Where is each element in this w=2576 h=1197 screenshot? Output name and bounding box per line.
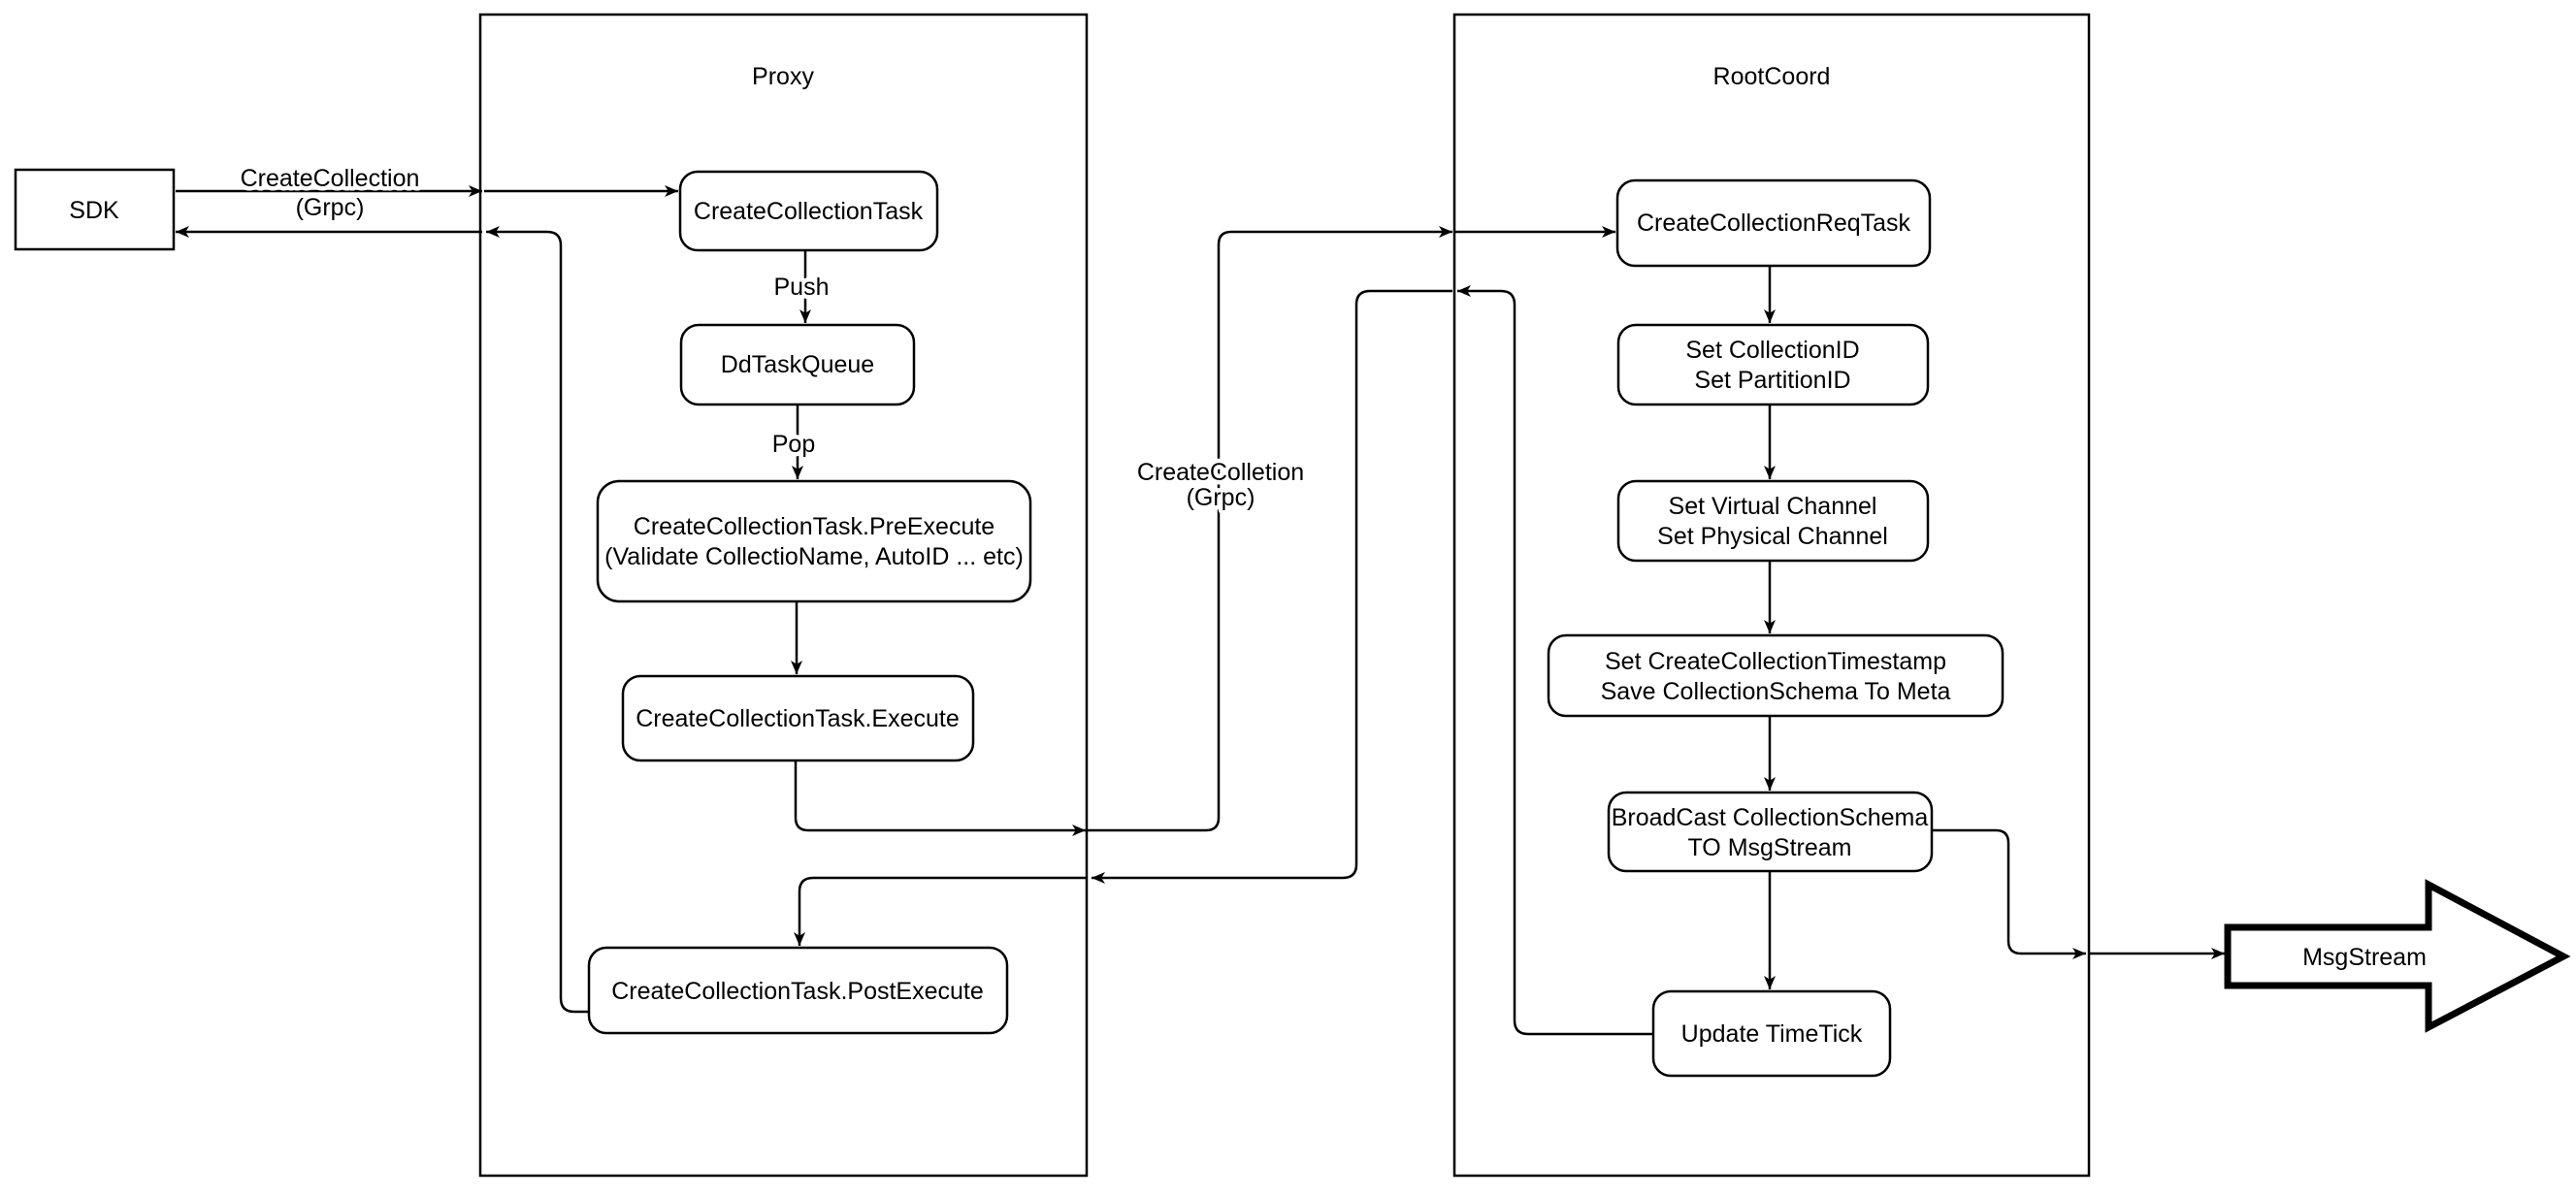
label-createcollection-grpc-sdk: CreateCollection (Grpc) xyxy=(236,161,424,226)
node-createcollectiontask: CreateCollectionTask xyxy=(678,170,939,252)
node-set-collectionid-partitionid: Set CollectionID Set PartitionID xyxy=(1616,323,1930,406)
label-createcolletion-grpc-proxy-line2: (Grpc) xyxy=(1187,484,1255,511)
node-execute: CreateCollectionTask.Execute xyxy=(621,674,975,762)
node-set-virtual-physical-channel: Set Virtual Channel Set Physical Channel xyxy=(1616,479,1930,563)
node-broadcast-line2: TO MsgStream xyxy=(1687,834,1851,861)
label-createcollection-grpc-sdk-line2: (Grpc) xyxy=(296,194,365,221)
edge-updatetimetick-to-postexecute xyxy=(794,285,1653,1036)
node-set-ids-line1: Set CollectionID xyxy=(1685,337,1859,364)
rootcoord-container: RootCoord xyxy=(1452,13,2091,1178)
proxy-title: Proxy xyxy=(752,63,814,90)
node-preexecute: CreateCollectionTask.PreExecute (Validat… xyxy=(596,479,1032,603)
node-ddtaskqueue-label: DdTaskQueue xyxy=(721,351,874,378)
edge-broadcast-to-msgstream xyxy=(1932,828,2225,959)
node-set-channels-line1: Set Virtual Channel xyxy=(1669,493,1877,520)
node-postexecute: CreateCollectionTask.PostExecute xyxy=(587,946,1009,1035)
label-pop: Pop xyxy=(772,431,815,458)
node-sdk-label: SDK xyxy=(69,197,119,224)
node-set-timestamp-save-schema: Set CreateCollectionTimestamp Save Colle… xyxy=(1547,633,2005,718)
label-createcollection-grpc-sdk-line1: CreateCollection xyxy=(241,165,420,192)
node-update-timetick: Update TimeTick xyxy=(1651,989,1892,1078)
msgstream-arrow-shape xyxy=(2224,879,2571,1033)
node-set-timestamp-line2: Save CollectionSchema To Meta xyxy=(1601,678,1951,705)
node-broadcast-line1: BroadCast CollectionSchema xyxy=(1612,804,1929,831)
node-set-ids-line2: Set PartitionID xyxy=(1694,367,1850,394)
label-createcolletion-grpc-proxy-line1: CreateColletion xyxy=(1137,459,1304,486)
node-set-channels-line2: Set Physical Channel xyxy=(1657,523,1888,550)
node-postexecute-label: CreateCollectionTask.PostExecute xyxy=(611,978,984,1005)
node-broadcast-collectionschema: BroadCast CollectionSchema TO MsgStream xyxy=(1607,791,1934,873)
label-createcolletion-grpc-proxy: CreateColletion (Grpc) xyxy=(1132,455,1308,516)
node-preexecute-line1: CreateCollectionTask.PreExecute xyxy=(634,513,995,540)
rootcoord-title: RootCoord xyxy=(1713,63,1831,90)
node-msgstream: MsgStream xyxy=(2224,879,2571,1033)
node-createcollectiontask-label: CreateCollectionTask xyxy=(694,198,924,225)
node-sdk: SDK xyxy=(14,168,176,251)
node-set-timestamp-line1: Set CreateCollectionTimestamp xyxy=(1605,648,1946,675)
edge-postexecute-to-sdk xyxy=(176,226,589,1014)
proxy-container: Proxy xyxy=(478,13,1089,1178)
node-createcollectionreqtask-label: CreateCollectionReqTask xyxy=(1637,210,1911,237)
node-execute-label: CreateCollectionTask.Execute xyxy=(636,705,960,732)
label-push: Push xyxy=(774,274,830,301)
node-msgstream-label: MsgStream xyxy=(2302,944,2427,971)
node-update-timetick-label: Update TimeTick xyxy=(1681,1020,1863,1048)
node-createcollectionreqtask: CreateCollectionReqTask xyxy=(1615,178,1932,268)
node-ddtaskqueue: DdTaskQueue xyxy=(679,323,916,406)
edge-execute-to-reqtask xyxy=(794,226,1615,836)
node-preexecute-line2: (Validate CollectioName, AutoID ... etc) xyxy=(604,543,1024,570)
